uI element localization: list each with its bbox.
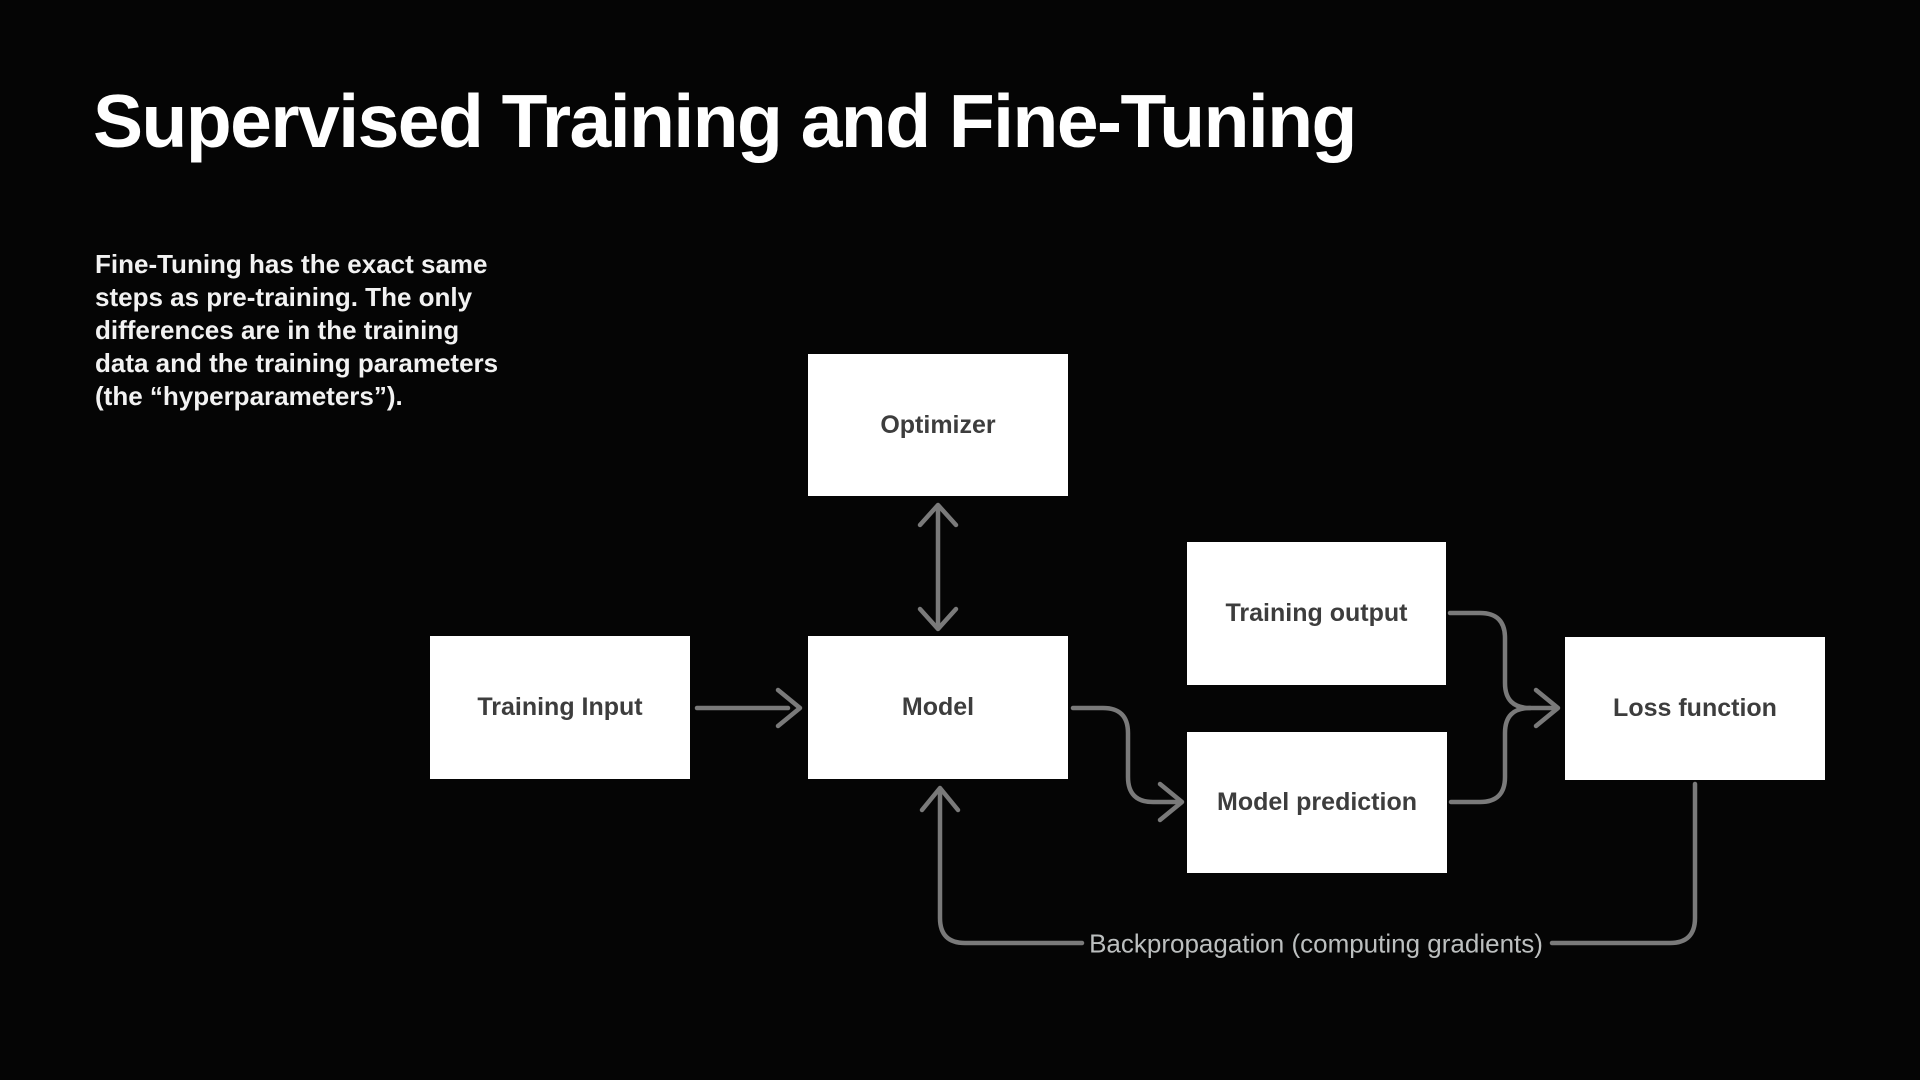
node-training-output: Training output [1187,542,1446,685]
edge-model-prediction-to-loss-function [1448,705,1533,805]
edge-training-output-to-loss-function [1447,610,1557,711]
node-label: Loss function [1613,694,1777,722]
description-line: (the “hyperparameters”). [95,381,403,411]
description-line: steps as pre-training. The only [95,282,473,312]
arrowhead-up-into-model-bottom [919,785,961,813]
node-label: Optimizer [880,410,996,439]
node-model: Model [808,636,1068,779]
arrowhead-right-into-model [775,687,803,729]
description-line: differences are in the training [95,315,460,345]
description-line: data and the training parameters [95,348,499,378]
arrowhead-up-into-optimizer [917,502,959,528]
description-line: Fine-Tuning has the exact same [95,249,488,279]
node-model-prediction: Model prediction [1187,732,1447,873]
edge-loss-function-to-backprop-right [1549,781,1698,946]
edge-backprop-left-to-model [937,789,1085,946]
node-label: Training output [1225,599,1408,627]
node-optimizer: Optimizer [808,354,1068,496]
node-label: Model prediction [1217,788,1417,816]
node-loss-function: Loss function [1565,637,1825,780]
arrowhead-down-into-model [917,606,959,632]
slide-description: Fine-Tuning has the exact same steps as … [95,248,498,413]
node-training-input: Training Input [430,636,690,779]
node-label: Model [901,693,975,721]
slide-title: Supervised Training and Fine-Tuning [93,79,1357,163]
arrowhead-into-loss-function [1533,687,1561,729]
node-label: Training Input [477,693,643,721]
arrowhead-into-model-prediction [1157,781,1185,823]
edge-model-to-model-prediction [1070,705,1181,805]
backpropagation-edge-label: Backpropagation (computing gradients) [1089,928,1543,959]
